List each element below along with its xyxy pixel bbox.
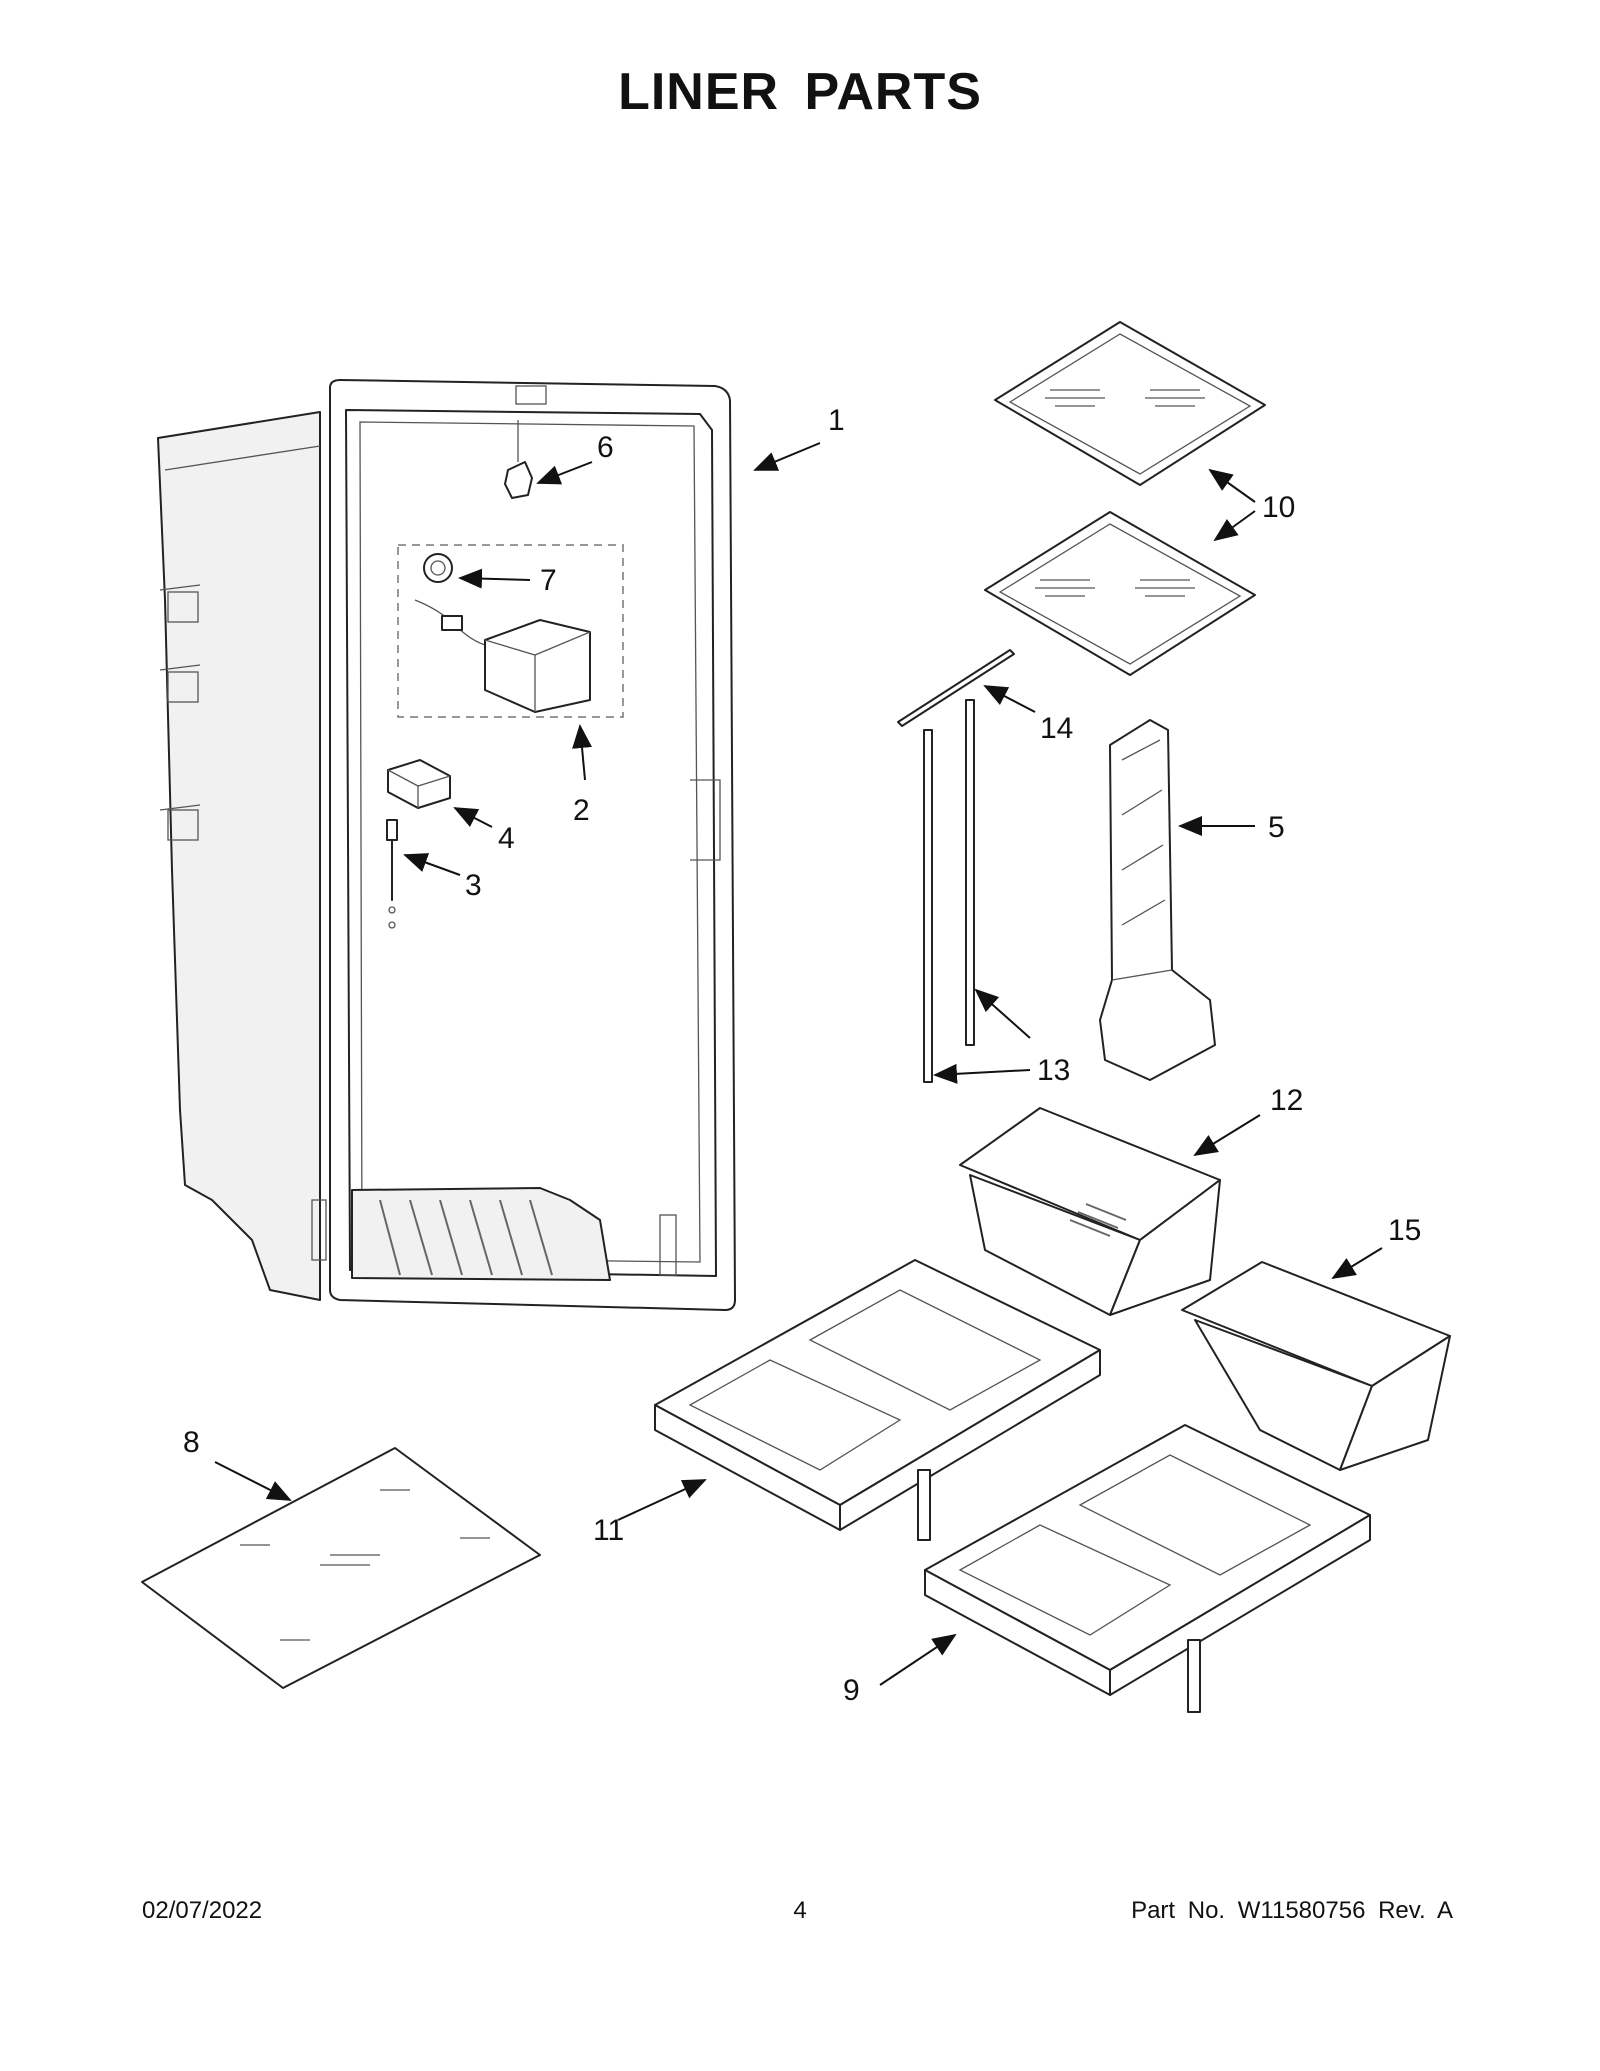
callout-15: 15 (1388, 1214, 1421, 1247)
footer-date: 02/07/2022 (142, 1897, 263, 1924)
part-glass-shelf-top (994, 321, 1266, 486)
part-bin-small (1181, 1261, 1451, 1471)
part-bin-large (959, 1107, 1221, 1316)
part-clip (504, 420, 533, 499)
footer-page-number: 4 (793, 1897, 807, 1924)
part-liner-cabinet (157, 379, 736, 1311)
callout-7: 7 (540, 564, 557, 597)
callout-12: 12 (1270, 1084, 1303, 1117)
part-sensor (386, 819, 398, 929)
callout-4: 4 (498, 822, 515, 855)
part-top-rod (897, 649, 1015, 727)
callout-10: 10 (1262, 491, 1295, 524)
callout-8: 8 (183, 1426, 200, 1459)
part-housing (387, 759, 451, 809)
callout-labels: 1 2 3 4 5 6 7 8 9 10 11 12 13 14 15 (183, 404, 1421, 1707)
callout-3: 3 (465, 869, 482, 902)
callout-9: 9 (843, 1674, 860, 1707)
callout-11: 11 (593, 1514, 624, 1547)
part-glass-shelf-bottom (984, 511, 1256, 676)
callout-6: 6 (597, 431, 614, 464)
callout-arrows (214, 442, 1383, 1686)
page-title: LINER PARTS (618, 63, 982, 121)
callout-1: 1 (828, 404, 845, 437)
part-shelf-frame-lower (924, 1424, 1371, 1713)
callout-13: 13 (1037, 1054, 1070, 1087)
part-control-assembly (397, 544, 624, 718)
part-literature-sheet (141, 1447, 541, 1689)
part-vertical-rods (923, 699, 975, 1083)
callout-14: 14 (1040, 712, 1073, 745)
callout-5: 5 (1268, 811, 1285, 844)
part-shelf-frame-upper (654, 1259, 1101, 1541)
footer-part-number: Part No. W11580756 Rev. A (1131, 1897, 1453, 1924)
callout-2: 2 (573, 794, 590, 827)
part-divider (1099, 719, 1216, 1081)
